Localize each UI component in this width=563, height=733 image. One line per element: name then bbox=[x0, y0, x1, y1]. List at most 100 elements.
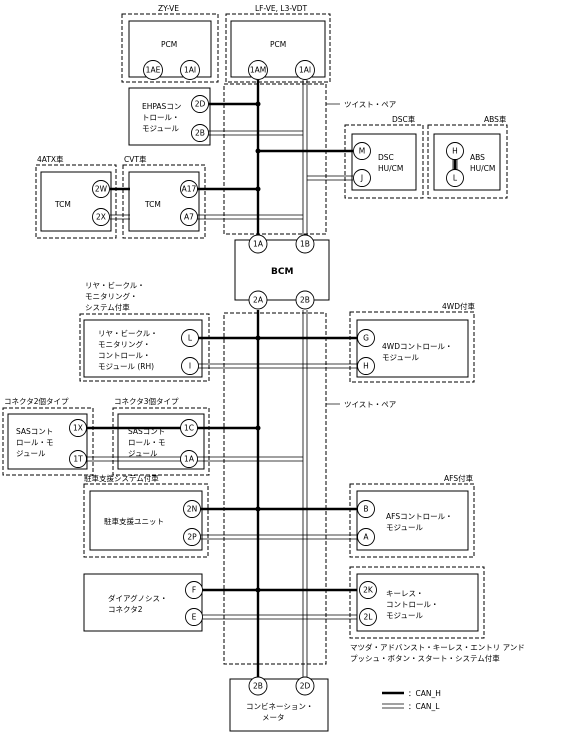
pin-1AI-zyve: 1AI bbox=[184, 66, 196, 75]
pin-H-4wd: H bbox=[363, 362, 369, 371]
zyve-frame bbox=[121, 13, 219, 83]
rvm-label-2: モニタリング・ bbox=[98, 339, 151, 349]
parking-box bbox=[89, 490, 203, 551]
rvm-label-3: コントロール・ bbox=[98, 351, 151, 360]
pin-2D-meter: 2D bbox=[300, 682, 311, 691]
pin-2K: 2K bbox=[363, 586, 374, 595]
sas2-option-label: コネクタ2個タイプ bbox=[4, 396, 69, 406]
afs-label-1: AFSコントロール・ bbox=[386, 512, 453, 521]
dsc-frame bbox=[344, 124, 424, 199]
pcm-zyve-label: PCM bbox=[161, 40, 177, 49]
sas2-label-1: SASコント bbox=[16, 427, 53, 436]
pin-I-rvm: I bbox=[189, 362, 191, 371]
pin-1A-sas: 1A bbox=[184, 455, 195, 464]
keyless-box bbox=[356, 573, 479, 632]
pin-M: M bbox=[359, 147, 365, 156]
zyve-label: ZY-VE bbox=[158, 4, 179, 13]
sas3-label-2: ロール・モ bbox=[128, 438, 166, 447]
4wd-frame bbox=[349, 311, 475, 383]
pin-2P: 2P bbox=[187, 533, 197, 542]
pin-1AE: 1AE bbox=[146, 66, 161, 75]
abs-option-label: ABS車 bbox=[484, 114, 507, 124]
mazda-keyless-option-label-2: プッシュ・ボタン・スタート・システム付車 bbox=[350, 653, 500, 663]
pin-A7: A7 bbox=[184, 213, 194, 222]
abs-frame bbox=[427, 124, 508, 199]
diag-label-1: ダイアグノシス・ bbox=[108, 593, 167, 603]
pin-1T: 1T bbox=[73, 455, 83, 464]
afs-label-2: モジュール bbox=[386, 523, 423, 532]
pin-2B: 2B bbox=[195, 129, 205, 138]
atx-option-label: 4ATX車 bbox=[37, 154, 64, 164]
pin-2A: 2A bbox=[253, 296, 264, 305]
pcm-lfve-label: PCM bbox=[270, 40, 286, 49]
rvm-option-label-1: リヤ・ビークル・ bbox=[85, 281, 145, 290]
pin-1AM: 1AM bbox=[250, 66, 266, 75]
abs-label-1: ABS bbox=[470, 153, 485, 162]
sas3-label-1: SASコント bbox=[128, 427, 165, 436]
4wd-label-2: モジュール bbox=[382, 353, 419, 362]
keyless-label-1: キーレス・ bbox=[386, 589, 424, 598]
ehpas-label-2: トロール・ bbox=[142, 113, 180, 122]
pin-B: B bbox=[363, 505, 368, 514]
keyless-label-2: コントロール・ bbox=[386, 600, 439, 609]
twist-pair-frame-lower bbox=[223, 312, 327, 665]
4wd-label-1: 4WDコントロール・ bbox=[382, 342, 452, 351]
abs-label-2: HU/CM bbox=[470, 164, 495, 173]
can-l-wires bbox=[86, 80, 458, 709]
cvt-frame bbox=[122, 164, 206, 239]
rvm-label-1: リヤ・ビークル・ bbox=[98, 329, 158, 338]
twist-pair-frame-upper bbox=[223, 83, 327, 235]
keyless-label-3: モジュール bbox=[386, 611, 423, 620]
twist-pair-label-upper: ツイスト・ペア bbox=[344, 100, 396, 109]
sas3-frame bbox=[112, 407, 210, 476]
pin-L-rvm: L bbox=[188, 334, 193, 343]
lfve-frame bbox=[225, 13, 331, 83]
cvt-option-label: CVT車 bbox=[124, 154, 147, 164]
dsc-label-1: DSC bbox=[378, 153, 394, 162]
sas3-option-label: コネクタ3個タイプ bbox=[114, 396, 179, 406]
pin-G: G bbox=[363, 334, 369, 343]
afs-box bbox=[356, 490, 469, 551]
keyless-frame bbox=[349, 566, 485, 639]
mazda-keyless-option-label-1: マツダ・アドバンスト・キーレス・エントリ アンド bbox=[350, 642, 525, 652]
afs-frame bbox=[349, 483, 475, 558]
pin-circles bbox=[69, 60, 464, 696]
pin-1AI: 1AI bbox=[299, 66, 311, 75]
rvm-option-label-2: モニタリング・ bbox=[85, 291, 138, 301]
pin-1B: 1B bbox=[300, 240, 310, 249]
pin-L-abs: L bbox=[453, 174, 458, 183]
parking-frame bbox=[83, 483, 209, 558]
tcm-cvt-label: TCM bbox=[144, 200, 161, 209]
4wd-option-label: 4WD付車 bbox=[442, 301, 475, 311]
pin-2X: 2X bbox=[96, 213, 106, 222]
rvm-label-4: モジュール (RH) bbox=[98, 362, 154, 371]
pin-2N: 2N bbox=[187, 505, 197, 514]
rvm-frame bbox=[79, 313, 210, 382]
sas2-label-3: ジュール bbox=[16, 449, 46, 458]
dsc-label-2: HU/CM bbox=[378, 164, 403, 173]
pin-2B-meter: 2B bbox=[253, 682, 263, 691]
sas2-frame bbox=[2, 407, 94, 476]
legend-can-h: ：CAN_H bbox=[408, 689, 441, 698]
sas2-label-2: ロール・モ bbox=[16, 438, 54, 447]
parking-label: 駐車支援ユニット bbox=[104, 516, 164, 526]
4wd-box bbox=[356, 319, 469, 378]
can-h-wires bbox=[86, 80, 457, 695]
diag-label-2: コネクタ2 bbox=[108, 605, 143, 614]
twist-pair-label-lower: ツイスト・ペア bbox=[344, 400, 396, 409]
pin-2B-bcm: 2B bbox=[300, 296, 310, 305]
sas3-label-3: ジュール bbox=[128, 449, 158, 458]
pin-1A: 1A bbox=[253, 240, 264, 249]
pin-A17: A17 bbox=[182, 185, 197, 194]
pin-F: F bbox=[192, 586, 196, 595]
pin-A: A bbox=[363, 533, 369, 542]
parking-option-label: 駐車支援システム付車 bbox=[84, 473, 159, 483]
afs-option-label: AFS付車 bbox=[444, 473, 474, 483]
pin-2W: 2W bbox=[95, 185, 108, 194]
junction-dots bbox=[255, 101, 261, 593]
abs-box bbox=[433, 133, 501, 191]
diag-box bbox=[83, 573, 203, 632]
bcm-box bbox=[234, 239, 330, 301]
pin-1X: 1X bbox=[73, 424, 83, 433]
